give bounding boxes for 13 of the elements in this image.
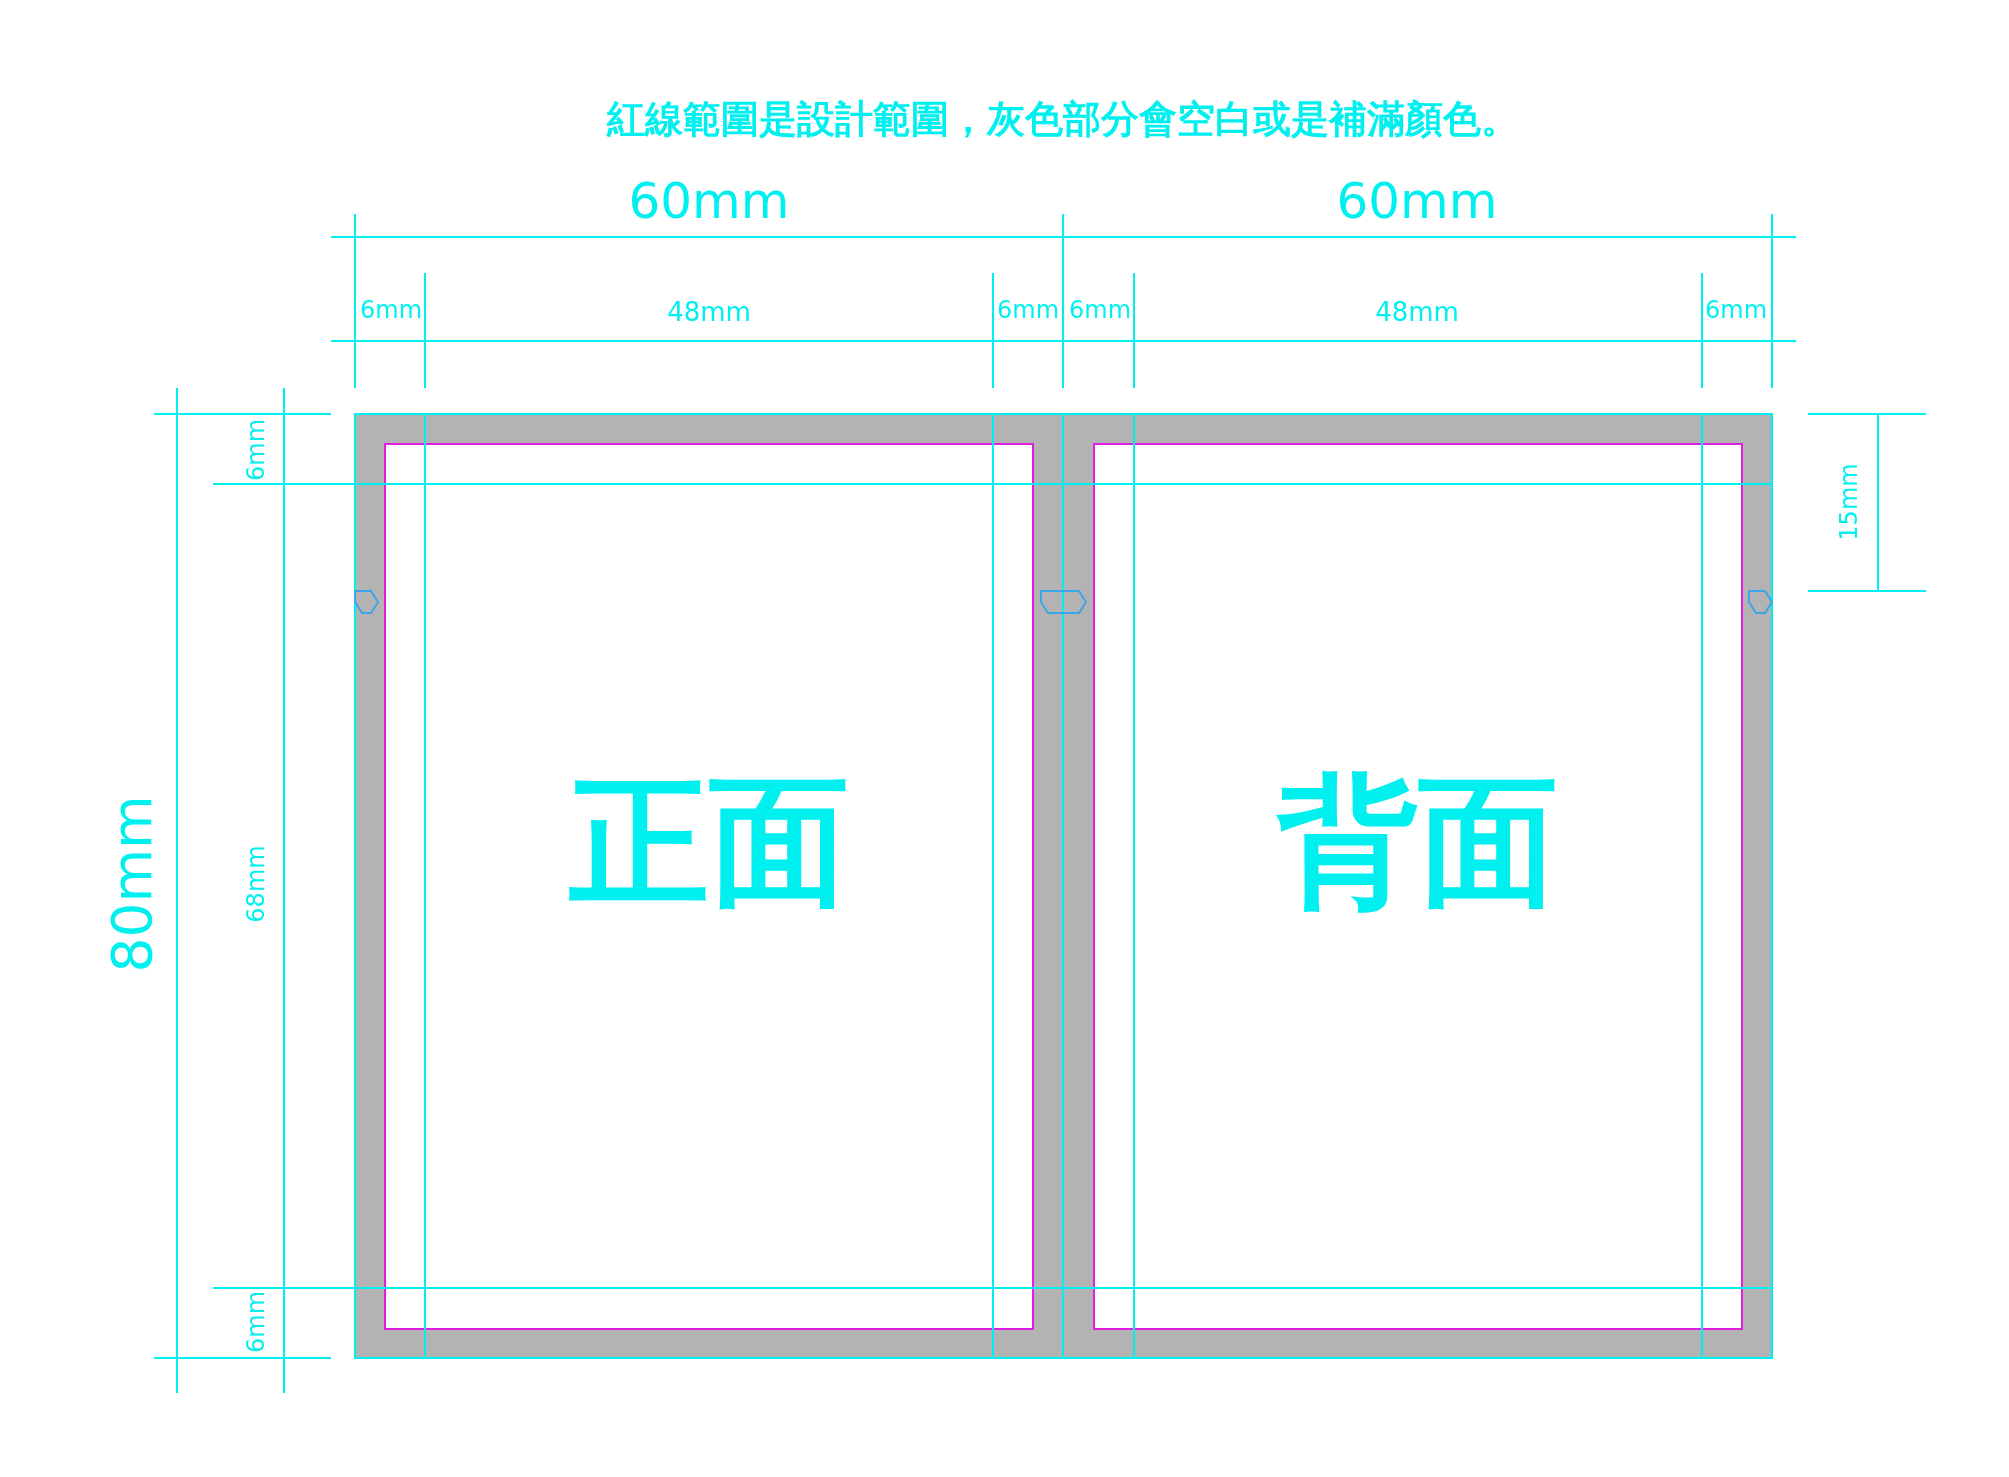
- panel-label: 正面: [569, 771, 849, 912]
- dimension-label: 6mm: [360, 298, 422, 322]
- design-area: [384, 443, 1034, 1330]
- design-area: [1093, 443, 1743, 1330]
- dimension-label: 60mm: [1336, 176, 1498, 226]
- dimension-label: 60mm: [628, 176, 790, 226]
- dimension-label: 6mm: [1069, 298, 1131, 322]
- title: 紅線範圍是設計範圍，灰色部分會空白或是補滿顏色。: [607, 100, 1519, 138]
- panel-label: 背面: [1278, 771, 1558, 912]
- dimension-label: 48mm: [667, 299, 751, 325]
- dimension-label: 6mm: [997, 298, 1059, 322]
- dimension-label: 48mm: [1375, 299, 1459, 325]
- dimension-label: 6mm: [1705, 298, 1767, 322]
